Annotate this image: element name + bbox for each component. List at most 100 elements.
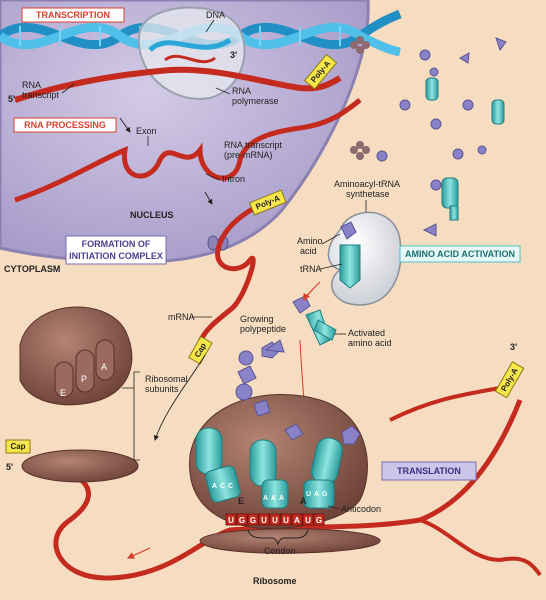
cap-tag-mid: Cap	[188, 335, 213, 365]
codon-base-letter: U	[305, 516, 311, 525]
ribosome-label: Ribosome	[253, 576, 297, 586]
five-prime-top-label: 5'	[8, 94, 15, 104]
amino-acid-activation-box: AMINO ACID ACTIVATION	[399, 245, 521, 263]
site-a-small-label: A	[101, 362, 107, 372]
codon-base-letter: U	[283, 516, 289, 525]
free-amino-acids	[363, 37, 507, 247]
translated-mrna-strand	[29, 399, 523, 581]
codon-base: G	[313, 513, 325, 526]
codon-base: U	[225, 513, 237, 526]
growing-polypeptide-label-2: polypeptide	[240, 324, 286, 334]
anticodon-label: Anticodon	[341, 504, 381, 514]
synthetase-label-2: synthetase	[346, 189, 390, 199]
anticodon-base-left: A	[212, 483, 217, 490]
rna-processing-box-text: RNA PROCESSING	[24, 120, 106, 130]
large-ribosomal-subunit	[19, 306, 133, 406]
trna-e-site	[195, 427, 241, 503]
trna-label: tRNA	[300, 264, 322, 274]
mrna-direction-arrow	[126, 547, 151, 559]
floating-trna	[425, 77, 505, 221]
site-e-small-label: E	[60, 388, 66, 398]
export-arrow	[204, 191, 213, 205]
transcription-box-text: TRANSCRIPTION	[36, 10, 110, 20]
amino-acid-label-1: Amino	[297, 236, 323, 246]
nucleus-label: NUCLEUS	[130, 210, 174, 220]
anticodon-base-left: C	[220, 483, 225, 490]
codon-base-letter: G	[316, 516, 322, 525]
activated-amino-acid	[292, 295, 337, 346]
rna-polymerase	[137, 6, 246, 100]
site-p-small-label: P	[81, 374, 87, 384]
codon-label: Condon	[264, 546, 296, 556]
anticodon-base-right: U	[306, 491, 311, 498]
codon-base-letter: U	[228, 516, 234, 525]
initiation-complex-box: FORMATION OF INITIATION COMPLEX	[65, 235, 167, 265]
amino-acid-activation-text: AMINO ACID ACTIVATION	[405, 249, 515, 259]
anticodon-base-middle: A	[263, 495, 268, 502]
poly-a-tag-right: Poly-A	[494, 361, 525, 399]
proteasome-shapes	[350, 36, 370, 160]
activation-arrow	[303, 281, 321, 302]
site-a-label: A	[300, 496, 307, 506]
codon-base: U	[269, 513, 281, 526]
transcription-box: TRANSCRIPTION	[21, 7, 125, 23]
growing-polypeptide-label-1: Growing	[240, 314, 274, 324]
ribosomal-subunits-bracket	[122, 371, 140, 461]
anticodon-base-left: C	[228, 483, 233, 490]
rna-processing-box: RNA PROCESSING	[13, 117, 117, 133]
codon-brace	[247, 529, 309, 546]
rna-polymerase-label-2: polymerase	[232, 96, 279, 106]
rna-transcript-label-2: transcript	[22, 90, 60, 100]
dna-label: DNA	[206, 10, 225, 20]
cap-tag-left: Cap	[5, 439, 31, 454]
cytoplasm-label: CYTOPLASM	[4, 264, 60, 274]
codon-base: U	[258, 513, 270, 526]
three-prime-right-label: 3'	[510, 342, 517, 352]
pre-mrna-strand	[14, 98, 362, 203]
activated-amino-acid-label-2: amino acid	[348, 338, 392, 348]
site-e-label: E	[238, 496, 244, 506]
anticodon-base-middle: A	[271, 495, 276, 502]
ribosomal-subunits-label-1: Ribosomal	[145, 374, 188, 384]
pre-mrna-label-1: RNA transcript	[224, 140, 283, 150]
codon-base-letter: G	[239, 516, 245, 525]
trna-a-site	[303, 437, 343, 509]
codon-base-letter: G	[250, 516, 256, 525]
exon-label: Exon	[136, 126, 157, 136]
anticodon-base-right: G	[322, 491, 328, 498]
cap-tag-left-text: Cap	[10, 442, 25, 451]
mrna-label: mRNA	[168, 312, 195, 322]
small-ribosomal-subunit	[21, 449, 139, 483]
processing-arrow	[119, 117, 131, 133]
poly-a-tag-mid: Poly-A	[248, 189, 287, 216]
translation-box: TRANSLATION	[381, 461, 477, 481]
codon-base-letter: U	[272, 516, 278, 525]
initiation-box-line2: INITIATION COMPLEX	[69, 251, 163, 261]
rna-polymerase-label-1: RNA	[232, 86, 251, 96]
trna-p-site	[249, 439, 289, 509]
intron-label: Intron	[222, 174, 245, 184]
anticodon-base-right: A	[314, 491, 319, 498]
codon-base: U	[302, 513, 314, 526]
codon-base: G	[236, 513, 248, 526]
initiation-box-line1: FORMATION OF	[82, 239, 151, 249]
activated-amino-acid-label-1: Activated	[348, 328, 385, 338]
mrna-export-strand	[197, 202, 262, 344]
three-prime-top-label: 3'	[230, 50, 237, 60]
ribosomal-subunits-label-2: subunits	[145, 384, 179, 394]
five-prime-left-label: 5'	[6, 462, 13, 472]
mrna-right-loop	[389, 386, 501, 422]
anticodon-base-middle: A	[279, 495, 284, 502]
assembly-arrow	[153, 354, 206, 441]
codon-base-letter: U	[261, 516, 267, 525]
mrna-tail	[419, 518, 542, 577]
codon-base: U	[280, 513, 292, 526]
codon-base: G	[247, 513, 259, 526]
codon-base: A	[291, 513, 303, 526]
amino-acid-label-2: acid	[300, 246, 317, 256]
synthetase-label-1: Aminoacyl-tRNA	[334, 179, 400, 189]
aminoacyl-trna-synthetase	[327, 211, 402, 306]
